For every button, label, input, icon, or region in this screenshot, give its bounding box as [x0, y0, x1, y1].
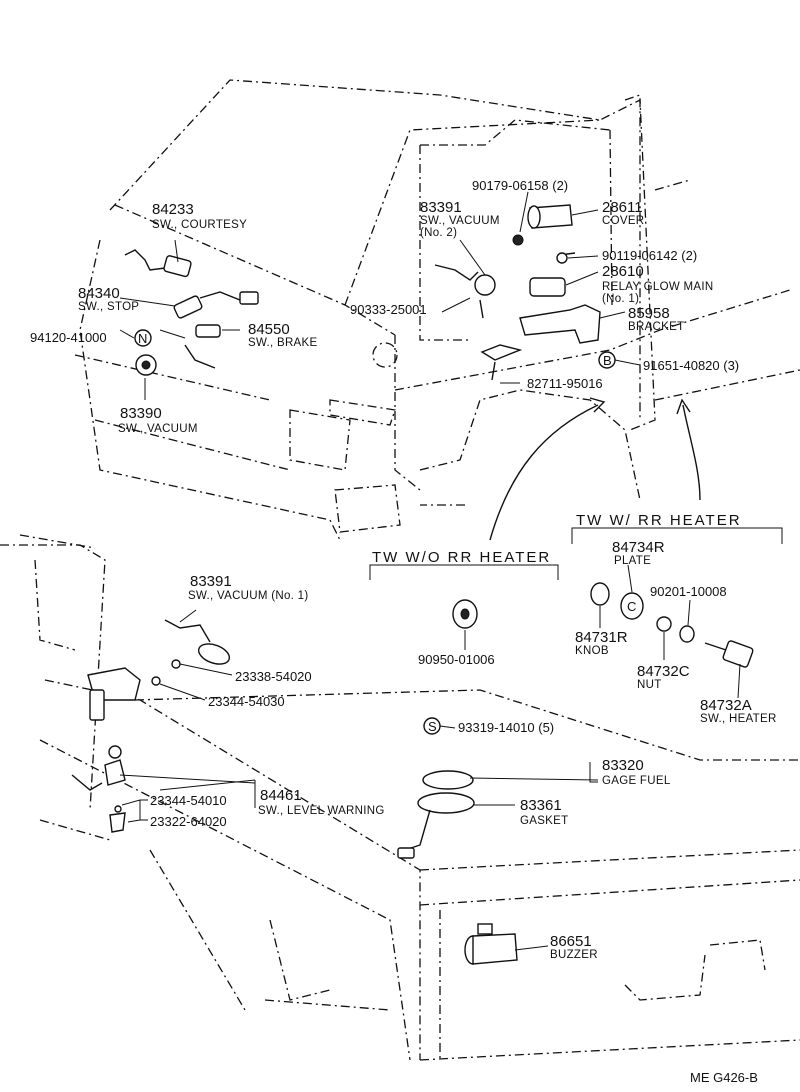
part-number-83391-no1: 83391: [190, 573, 232, 590]
part-sub-28610: (No. 1): [602, 293, 639, 305]
part-number-23338: 23338-54020: [235, 669, 312, 684]
part-number-84732c: 84732C: [637, 663, 690, 680]
part-desc-83361: GASKET: [520, 815, 568, 827]
group-frames: [369, 527, 783, 580]
symbol-c: C: [627, 599, 636, 614]
part-number-83390: 83390: [120, 405, 162, 422]
part-number-28611: 28611: [602, 199, 643, 216]
part-number-93319: 93319-14010 (5): [458, 720, 554, 735]
part-desc-28611: COVER: [602, 215, 644, 227]
part-number-84461: 84461: [260, 787, 302, 804]
part-number-84734r: 84734R: [612, 539, 665, 556]
part-number-85958: 85958: [628, 305, 670, 322]
part-number-23344-54030: 23344-54030: [208, 694, 285, 709]
part-sub-83391-no2: (No. 2): [420, 227, 457, 239]
part-number-83361: 83361: [520, 797, 562, 814]
part-desc-86651: BUZZER: [550, 949, 598, 961]
part-desc-83320: GAGE FUEL: [602, 775, 671, 787]
part-desc-85958: BRACKET: [628, 321, 684, 333]
part-desc-28610: RELAY GLOW MAIN: [602, 281, 713, 293]
part-number-83320: 83320: [602, 757, 644, 774]
part-desc-84734r: PLATE: [614, 555, 651, 567]
part-number-84340: 84340: [78, 285, 120, 302]
part-number-94120: 94120-41000: [30, 330, 107, 345]
labels: 84233 SW., COURTESY 84340 SW., STOP 9412…: [30, 178, 777, 1085]
cab-outline: [74, 79, 800, 541]
part-number-23322: 23322-64020: [150, 814, 227, 829]
part-number-90201: 90201-10008: [650, 584, 727, 599]
part-desc-84731r: KNOB: [575, 645, 609, 657]
part-desc-84461: SW., LEVEL WARNING: [258, 805, 385, 817]
part-number-84731r: 84731R: [575, 629, 628, 646]
part-number-90119: 90119-06142 (2): [602, 248, 697, 263]
part-desc-83391-no2: SW., VACUUM: [420, 215, 500, 227]
part-desc-84732c: NUT: [637, 679, 662, 691]
bed-outline: [0, 534, 800, 1061]
part-number-84550: 84550: [248, 321, 290, 338]
part-number-28610: 28610: [602, 263, 644, 280]
diagram-code: ME G426-B: [690, 1070, 758, 1085]
part-number-84233: 84233: [152, 201, 194, 218]
part-number-90333: 90333-25001: [350, 302, 427, 317]
part-number-90950: 90950-01006: [418, 652, 495, 667]
part-number-23344-54010: 23344-54010: [150, 793, 227, 808]
part-number-90179: 90179-06158 (2): [472, 178, 568, 193]
group-header-with-rr-heater: TW W/ RR HEATER: [576, 512, 742, 529]
symbol-s: S: [428, 719, 437, 734]
part-desc-84732a: SW., HEATER: [700, 713, 777, 725]
part-desc-84233: SW., COURTESY: [152, 219, 247, 231]
leader-lines: [119, 191, 741, 951]
symbol-n: N: [138, 331, 147, 346]
part-number-86651: 86651: [550, 933, 592, 950]
symbol-letters: N B S C: [138, 331, 636, 734]
part-number-91651: 91651-40820 (3): [643, 358, 739, 373]
part-shapes: [71, 204, 754, 965]
arrows: [489, 397, 701, 541]
part-desc-84340: SW., STOP: [78, 301, 139, 313]
part-desc-83391-no1: SW., VACUUM (No. 1): [188, 590, 309, 602]
part-desc-83390: SW., VACUUM: [118, 423, 198, 435]
part-number-83391-no2: 83391: [420, 199, 462, 216]
part-desc-84550: SW., BRAKE: [248, 337, 317, 349]
part-number-84732a: 84732A: [700, 697, 752, 714]
symbol-b: B: [603, 353, 612, 368]
part-number-82711: 82711-95016: [527, 376, 603, 391]
group-header-without-rr-heater: TW W/O RR HEATER: [372, 549, 551, 566]
